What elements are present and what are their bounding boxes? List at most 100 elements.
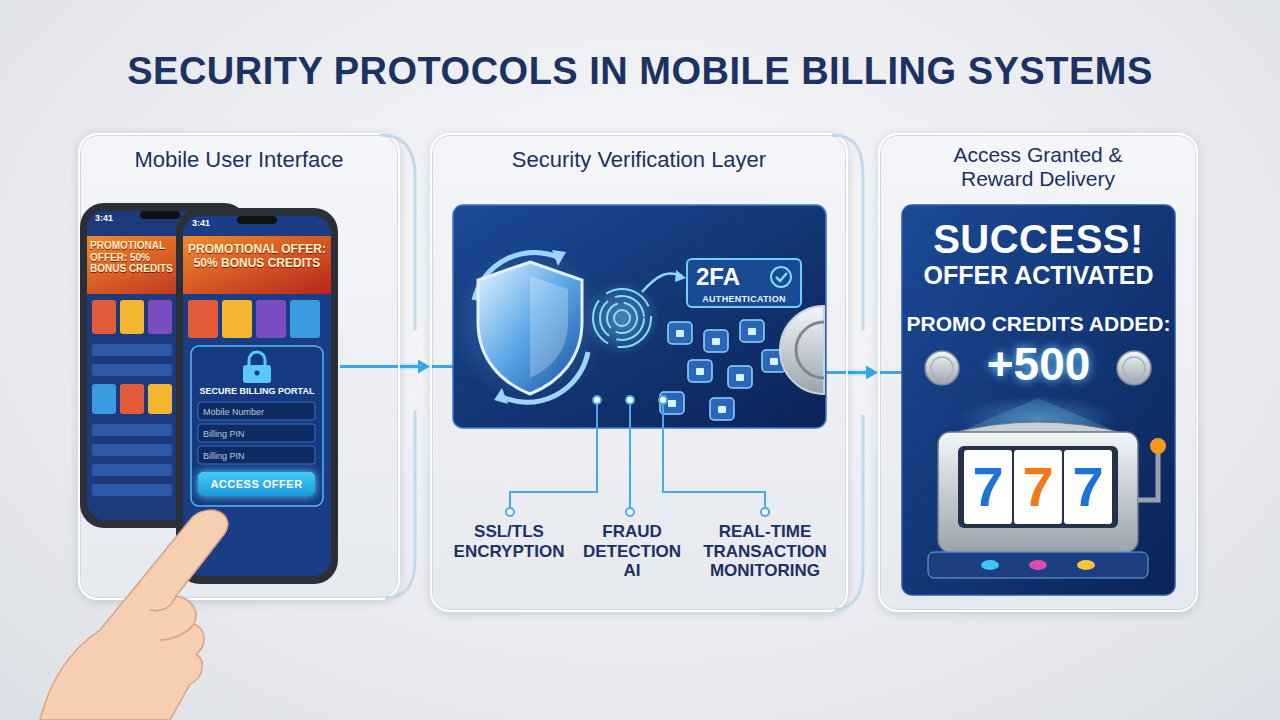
front-phone-part	[249, 352, 265, 366]
pointing-hand	[40, 510, 228, 720]
pointing-hand-part	[150, 596, 176, 611]
arrow-head	[866, 366, 878, 380]
slot-machine-part	[1014, 450, 1062, 524]
back-phone-part	[148, 384, 172, 414]
slot-machine	[928, 422, 1166, 578]
back-phone-part	[92, 424, 172, 436]
security-panel-art-part-part	[748, 328, 756, 335]
result-box: SUCCESS!OFFER ACTIVATEDPROMO CREDITS ADD…	[902, 205, 1175, 595]
portal-title: SECURE BILLING PORTAL	[193, 386, 321, 396]
credit-amount: +500	[987, 339, 1091, 390]
slot-machine-part	[964, 450, 1012, 524]
pointing-hand-part	[40, 510, 228, 720]
feature-label: REAL-TIME TRANSACTION MONITORING	[692, 522, 838, 581]
front-phone-part	[256, 300, 286, 338]
front-phone-part	[237, 216, 277, 224]
flow-line-part	[380, 135, 415, 330]
security-panel-art-part	[584, 280, 660, 356]
flow-line-part	[832, 135, 863, 330]
status-time: 3:41	[95, 213, 135, 223]
security-panel-art-part	[494, 388, 508, 404]
reel-symbol: 7	[964, 456, 1012, 518]
back-phone-part	[92, 484, 172, 496]
front-phone-part	[183, 236, 331, 294]
security-panel-art-part-part	[688, 360, 712, 382]
flow-line-part	[340, 365, 398, 368]
reel-symbol: 7	[1014, 456, 1062, 518]
leader-line-part	[510, 428, 597, 508]
flow-line-part	[432, 365, 453, 368]
leader-line	[506, 396, 769, 516]
feature-label: SSL/TLS ENCRYPTION	[445, 522, 573, 561]
leader-line-part	[626, 508, 634, 516]
security-panel-art-part	[660, 320, 786, 420]
front-phone-part	[222, 300, 252, 338]
flow-connector	[848, 366, 878, 380]
reward-panel-art-part	[902, 205, 1175, 595]
security-panel-art-part	[453, 205, 826, 428]
slot-machine-part	[958, 446, 1118, 528]
back-phone-part	[92, 344, 172, 356]
back-phone-part	[92, 464, 172, 476]
promo-banner-text: PROMOTIONAL OFFER: 50% BONUS CREDITS	[187, 243, 327, 271]
reward-panel: Access Granted & Reward DeliverySUCCESS!…	[878, 133, 1198, 612]
input-placeholder: Billing PIN	[203, 449, 311, 463]
security-panel-art-part-part	[704, 330, 728, 352]
input-placeholder: Billing PIN	[203, 427, 311, 441]
security-panel-art-part-part	[668, 400, 676, 407]
security-panel-art-part	[452, 247, 608, 403]
connector-glow	[848, 369, 868, 376]
slot-machine-part	[1077, 560, 1095, 570]
back-phone-part	[92, 384, 116, 414]
leader-line-part	[597, 404, 663, 428]
front-phone-part	[255, 371, 260, 376]
promo-banner-text: PROMOTIONAL OFFER: 50% BONUS CREDITS	[90, 240, 176, 275]
front-phone-part	[198, 402, 315, 420]
security-panel-art-part-part	[712, 338, 720, 345]
security-panel-art-part-part	[728, 366, 752, 388]
front-phone-part	[191, 346, 323, 506]
leader-line-part	[506, 508, 514, 516]
security-panel-art-part	[796, 322, 824, 378]
result-subline: OFFER ACTIVATED	[923, 261, 1153, 290]
front-phone-part	[198, 424, 315, 442]
slot-machine-part	[928, 552, 1148, 578]
action-button: ACCESS OFFER	[198, 472, 315, 496]
back-phone-part	[120, 300, 144, 334]
security-panel-art-part	[478, 262, 582, 394]
slot-machine-part	[938, 432, 1138, 552]
input-placeholder: Mobile Number	[203, 405, 311, 419]
slot-machine-part	[981, 560, 999, 570]
connector-line	[400, 365, 420, 368]
back-phone-part	[120, 384, 144, 414]
security-panel-art-part-part	[770, 358, 778, 365]
security-panel-art-part	[686, 258, 802, 308]
security-panel-art-part	[668, 328, 778, 413]
security-panel-art-part-part	[736, 374, 744, 381]
auth-badge: 2FAAUTHENTICATION	[686, 258, 802, 308]
front-phone-part	[188, 300, 218, 338]
security-panel-art-part-part	[696, 368, 704, 375]
flow-line-part	[835, 415, 863, 610]
panel-heading: Security Verification Layer	[432, 147, 846, 173]
leader-line-part	[663, 428, 765, 508]
security-panel-art-part	[771, 267, 791, 287]
flow-line-part	[385, 410, 415, 598]
leader-line-part	[626, 396, 634, 404]
status-time: 3:41	[192, 218, 232, 228]
pointing-hand-part	[160, 624, 194, 640]
leader-line-part	[629, 428, 631, 508]
reward-panel-art-part	[1123, 357, 1145, 379]
reward-panel-art-part	[931, 357, 953, 379]
leader-line-part	[593, 396, 601, 404]
back-phone-part	[140, 211, 180, 219]
slot-machine-part	[1029, 560, 1047, 570]
security-panel-art-part-part	[710, 398, 734, 420]
reward-panel-art-part	[925, 351, 959, 385]
security-panel-art-part	[593, 289, 651, 347]
front-phone-part	[243, 365, 271, 383]
connector-line	[848, 371, 868, 374]
flow-line-part	[826, 371, 846, 374]
security-panel-art-part-part	[676, 330, 684, 337]
panel-heading: Mobile User Interface	[80, 147, 398, 173]
